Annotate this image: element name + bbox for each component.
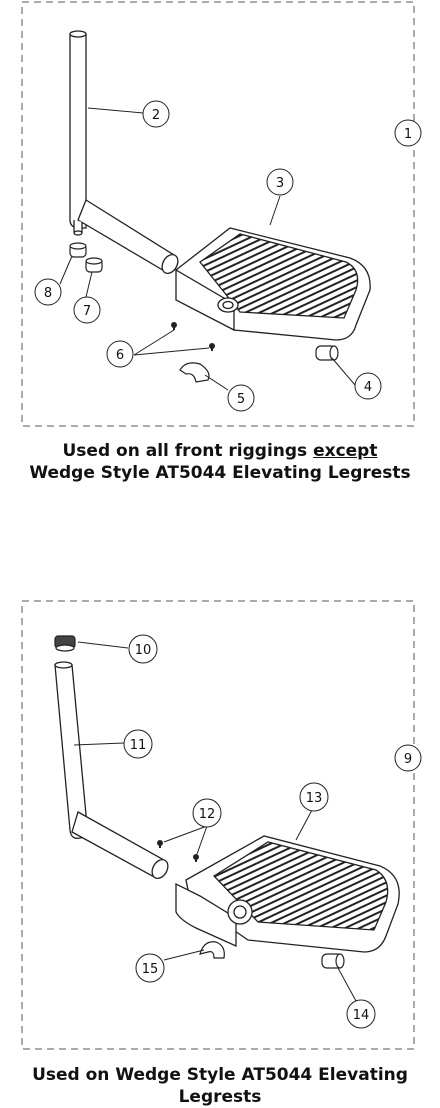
end-plug-wedge [321,953,345,969]
svg-text:1: 1 [404,127,412,142]
callout-11: 11 [123,729,153,759]
bottom-assembly: 9 10 11 12 13 14 15 [21,600,422,1050]
footplate-wedge [175,835,400,953]
top-caption-line2: Wedge Style AT5044 Elevating Legrests [29,463,411,483]
screws [171,322,215,351]
callout-4: 4 [354,372,382,400]
hanger-tube [69,30,179,274]
top-caption: Used on all front riggings except Wedge … [0,440,440,484]
callout-6: 6 [106,340,134,368]
callout-5: 5 [227,384,255,412]
callout-13: 13 [299,782,329,812]
tube-caps [69,242,103,273]
svg-text:15: 15 [142,962,159,977]
top-assembly-boundary [21,1,415,427]
svg-text:10: 10 [135,643,152,658]
svg-text:11: 11 [130,738,147,753]
screws-wedge [157,840,199,862]
svg-text:13: 13 [306,791,323,806]
callout-15: 15 [135,953,165,983]
bottom-assembly-boundary [21,600,415,1050]
hanger-tube-wedge [54,661,169,879]
footplate-clip [179,362,210,383]
callout-8: 8 [34,278,62,306]
svg-text:8: 8 [44,286,52,301]
top-cap-wedge [54,635,76,652]
svg-text:3: 3 [276,176,284,191]
svg-text:5: 5 [237,392,245,407]
callout-14: 14 [346,999,376,1029]
callout-7: 7 [73,296,101,324]
top-caption-emphasis: except [313,441,378,461]
callout-3: 3 [266,168,294,196]
svg-text:12: 12 [199,807,216,822]
top-caption-line1: Used on all front riggings except [0,440,440,462]
callout-1: 1 [394,119,422,147]
end-plug [315,345,339,361]
svg-text:4: 4 [364,380,372,395]
svg-text:2: 2 [152,108,160,123]
svg-text:14: 14 [353,1008,370,1023]
svg-text:6: 6 [116,348,124,363]
bottom-caption: Used on Wedge Style AT5044 Elevating Leg… [32,1065,408,1107]
callout-9: 9 [394,744,422,772]
callout-12: 12 [192,798,222,828]
callout-10: 10 [128,634,158,664]
svg-text:9: 9 [404,752,412,767]
footplate [175,227,371,341]
top-caption-text: Used on all front riggings [62,441,314,461]
top-assembly: 1 2 3 4 5 6 7 8 [21,1,422,427]
callout-2: 2 [142,100,170,128]
footplate-clip-wedge [199,941,225,959]
svg-text:7: 7 [83,304,91,319]
